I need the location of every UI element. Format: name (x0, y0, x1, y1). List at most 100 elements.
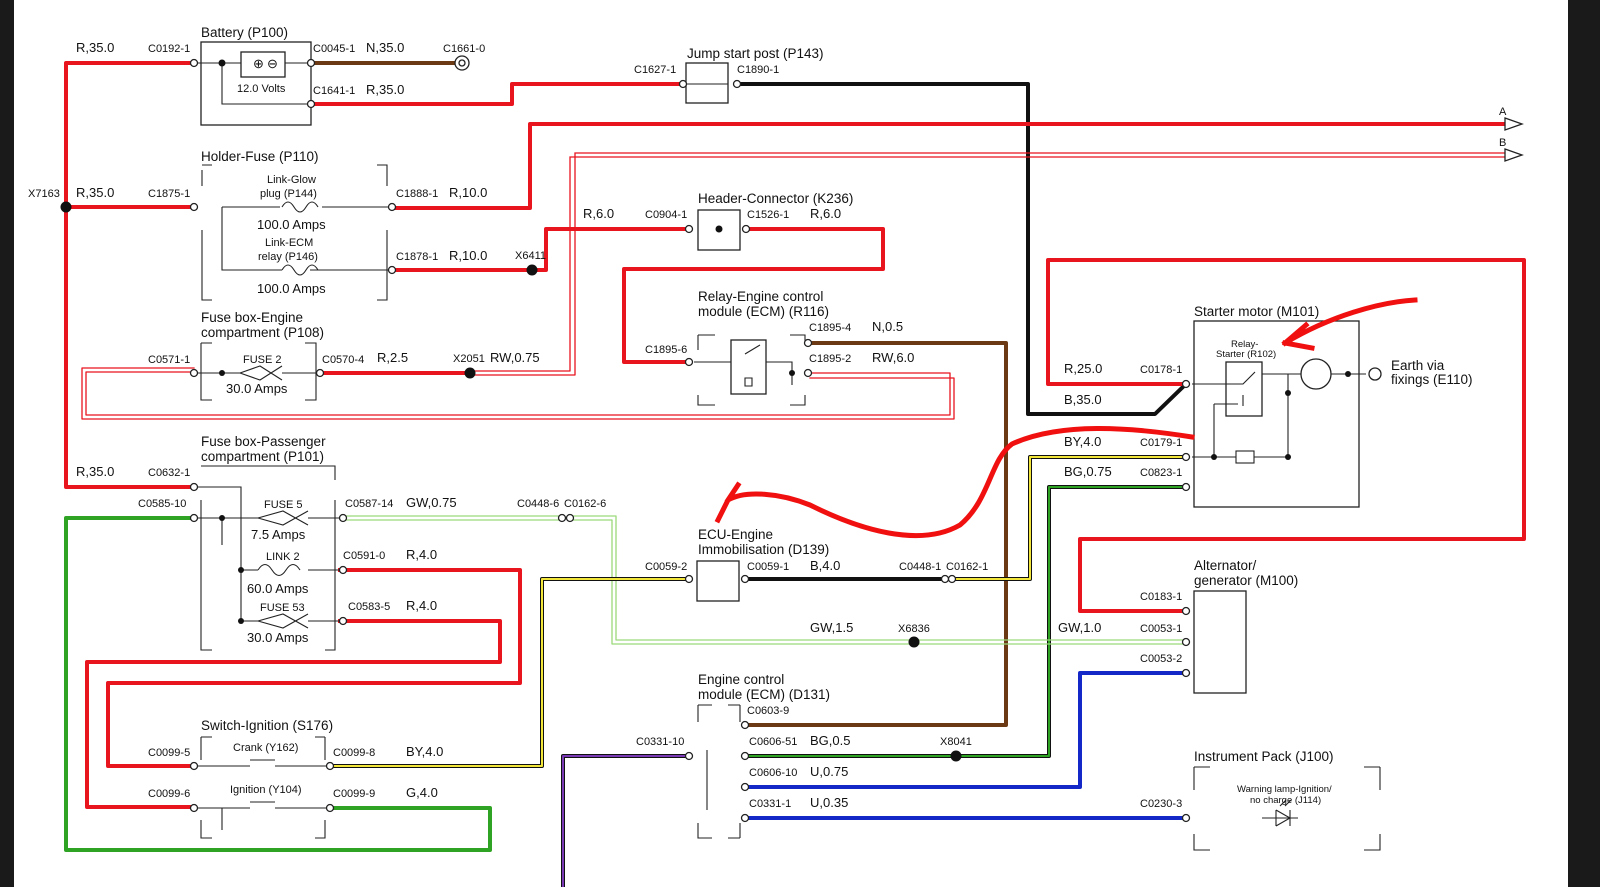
connector-terminal[interactable] (1181, 813, 1191, 823)
splice-x6836[interactable] (908, 636, 920, 648)
connector-terminal[interactable] (189, 761, 199, 771)
connector-terminal[interactable] (557, 513, 567, 523)
arrow-a-label: A (1499, 106, 1507, 118)
conn-c0331-1: C0331-1 (749, 798, 791, 810)
fuse5-node (219, 515, 225, 521)
ignition-title: Switch-Ignition (S176) (201, 718, 333, 733)
conn-c0099-6: C0099-6 (148, 788, 190, 800)
connector-terminal[interactable] (189, 482, 199, 492)
fuse2-node (219, 370, 225, 376)
connector-terminal[interactable] (565, 513, 575, 523)
connector-terminal[interactable] (189, 58, 199, 68)
conn-c1878: C1878-1 (396, 251, 438, 263)
splice-x8041[interactable] (950, 750, 962, 762)
connector-terminal[interactable] (684, 224, 694, 234)
connector-terminal[interactable] (740, 813, 750, 823)
connector-terminal[interactable] (189, 513, 199, 523)
starter-motor-box[interactable] (1193, 320, 1360, 508)
connector-terminal[interactable] (189, 202, 199, 212)
splice-x2051[interactable] (464, 367, 476, 379)
wire-r6[interactable] (622, 227, 885, 364)
arrow-b[interactable] (1504, 148, 1524, 162)
header-connector-title: Header-Connector (K236) (698, 191, 853, 206)
wire-r35-jump[interactable] (311, 82, 685, 106)
connector-terminal[interactable] (338, 565, 348, 575)
relay-ecm-title1: Relay-Engine control (698, 289, 823, 304)
wire-purple[interactable] (561, 754, 691, 887)
wire-b35[interactable] (735, 82, 1189, 416)
connector-terminal[interactable] (740, 782, 750, 792)
starter-node-1 (1211, 454, 1217, 460)
connector-terminal[interactable] (678, 79, 688, 89)
ecu-immob-box[interactable] (696, 560, 740, 602)
connector-terminal[interactable] (189, 803, 199, 813)
relay-ecm-coil[interactable] (730, 339, 767, 395)
connector-terminal[interactable] (189, 368, 199, 378)
starter-motor-symbol (1300, 358, 1332, 390)
alternator-box[interactable] (1193, 590, 1247, 694)
wire-label-r10a: R,10.0 (449, 185, 487, 200)
connector-terminal[interactable] (803, 338, 813, 348)
alternator-title2: generator (M100) (1194, 573, 1298, 588)
connector-terminal[interactable] (684, 357, 694, 367)
connector-terminal[interactable] (1181, 452, 1191, 462)
jump-start-box[interactable] (685, 62, 729, 104)
ecu-immob-title1: ECU-Engine (698, 527, 773, 542)
battery-cell (240, 51, 286, 78)
connector-terminal[interactable] (1181, 606, 1191, 616)
splice-x6411[interactable] (526, 264, 538, 276)
wire-rw-b[interactable] (467, 152, 1506, 376)
wire-r4-fuse53[interactable] (85, 619, 502, 809)
conn-c1875: C1875-1 (148, 188, 190, 200)
wire-u075[interactable] (743, 671, 1188, 789)
connector-terminal[interactable] (741, 224, 751, 234)
connector-terminal[interactable] (338, 513, 348, 523)
fuse53-node (238, 618, 244, 624)
wire-n05[interactable] (743, 341, 1008, 727)
conn-c0591: C0591-0 (343, 550, 385, 562)
wire-label-r4a: R,4.0 (406, 547, 437, 562)
connector-terminal[interactable] (338, 616, 348, 626)
conn-c1641: C1641-1 (313, 85, 355, 97)
connector-terminal[interactable] (1181, 379, 1191, 389)
connector-terminal[interactable] (740, 574, 750, 584)
connector-terminal[interactable] (684, 751, 694, 761)
relay-ecm-frame (697, 334, 806, 406)
labels: Battery (P100) 12.0 Volts Jump start pos… (28, 25, 1507, 810)
connector-terminal[interactable] (803, 368, 813, 378)
connector-terminal[interactable] (1181, 668, 1191, 678)
instrument-lamp1: Warning lamp-Ignition/ (1237, 784, 1332, 795)
wire-r35-main[interactable] (64, 61, 196, 489)
connector-terminal[interactable] (325, 803, 335, 813)
connector-terminal[interactable] (1181, 637, 1191, 647)
wire-r10-b[interactable] (392, 227, 691, 272)
connector-terminal[interactable] (315, 368, 325, 378)
connector-terminal[interactable] (740, 720, 750, 730)
connector-terminal[interactable] (306, 99, 316, 109)
conn-c0570: C0570-4 (322, 354, 364, 366)
connector-terminal[interactable] (684, 574, 694, 584)
wire-rw6-loop[interactable] (81, 367, 955, 420)
conn-c1627: C1627-1 (634, 64, 676, 76)
connector-terminal[interactable] (387, 265, 397, 275)
link-ecm-rating: 100.0 Amps (257, 281, 326, 296)
wire-label-gw075: GW,0.75 (406, 495, 457, 510)
connector-terminal[interactable] (947, 574, 957, 584)
connector-terminal[interactable] (1181, 482, 1191, 492)
arrow-a[interactable] (1504, 117, 1524, 131)
splice-x7163[interactable] (60, 201, 72, 213)
wire-r10-a[interactable] (392, 122, 1507, 210)
connector-terminal[interactable] (740, 751, 750, 761)
connector-terminal[interactable] (940, 574, 950, 584)
connector-terminal[interactable] (306, 58, 316, 68)
wire-r4-link[interactable] (106, 568, 522, 768)
wire-r25-starter[interactable] (1046, 258, 1526, 613)
connector-terminal[interactable] (732, 79, 742, 89)
wire-gw075[interactable] (344, 515, 1187, 645)
starter-relay[interactable] (1225, 361, 1263, 417)
starter-node-3 (1285, 390, 1291, 396)
connector-terminal[interactable] (325, 761, 335, 771)
wire-g4[interactable] (64, 516, 492, 852)
connector-terminal[interactable] (387, 202, 397, 212)
fuse53-symbol (257, 613, 309, 629)
